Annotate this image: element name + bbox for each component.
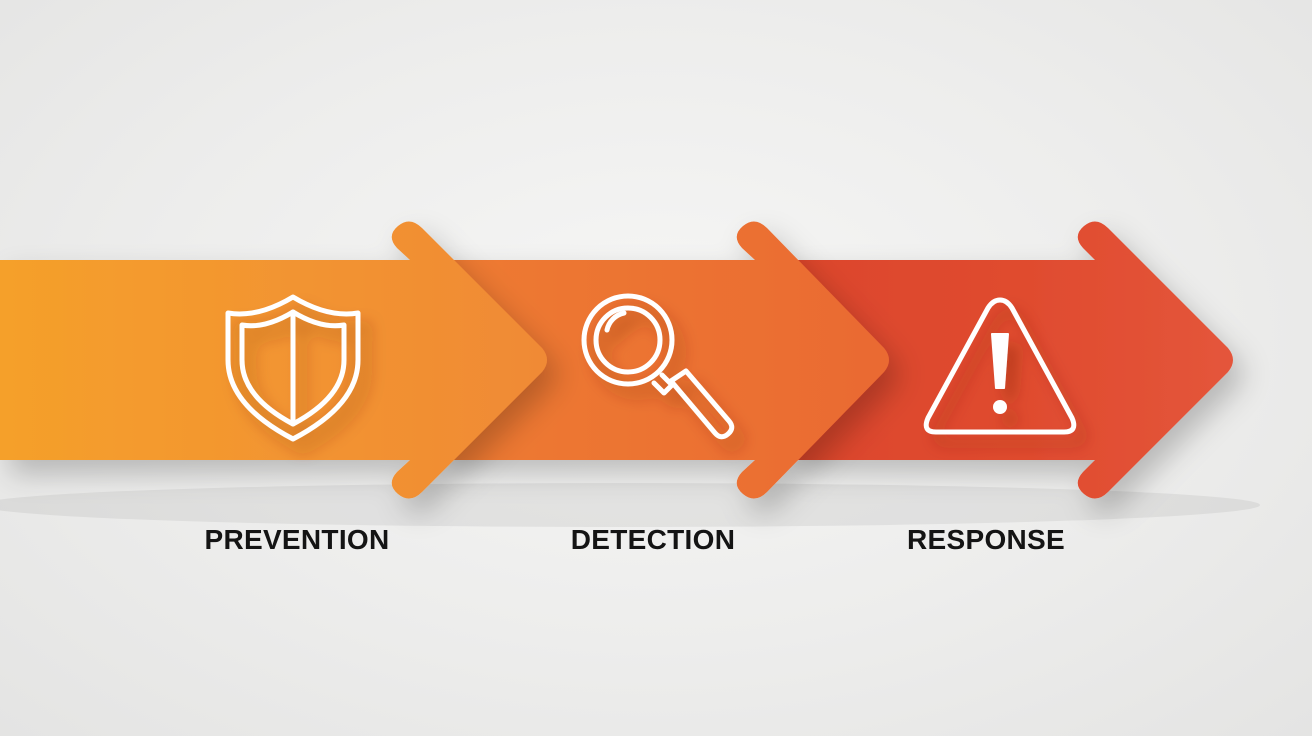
- shield-icon: [225, 294, 361, 442]
- stage-label-detection: DETECTION: [570, 524, 736, 555]
- stage-label-response: RESPONSE: [907, 524, 1065, 555]
- stage-label-prevention: PREVENTION: [204, 524, 390, 555]
- magnifier-icon: [581, 293, 735, 440]
- band-floor-shadow: [0, 483, 1260, 527]
- warning-triangle-icon: [923, 297, 1077, 435]
- arrow-response: [790, 221, 1233, 499]
- arrow-prevention: [0, 221, 547, 499]
